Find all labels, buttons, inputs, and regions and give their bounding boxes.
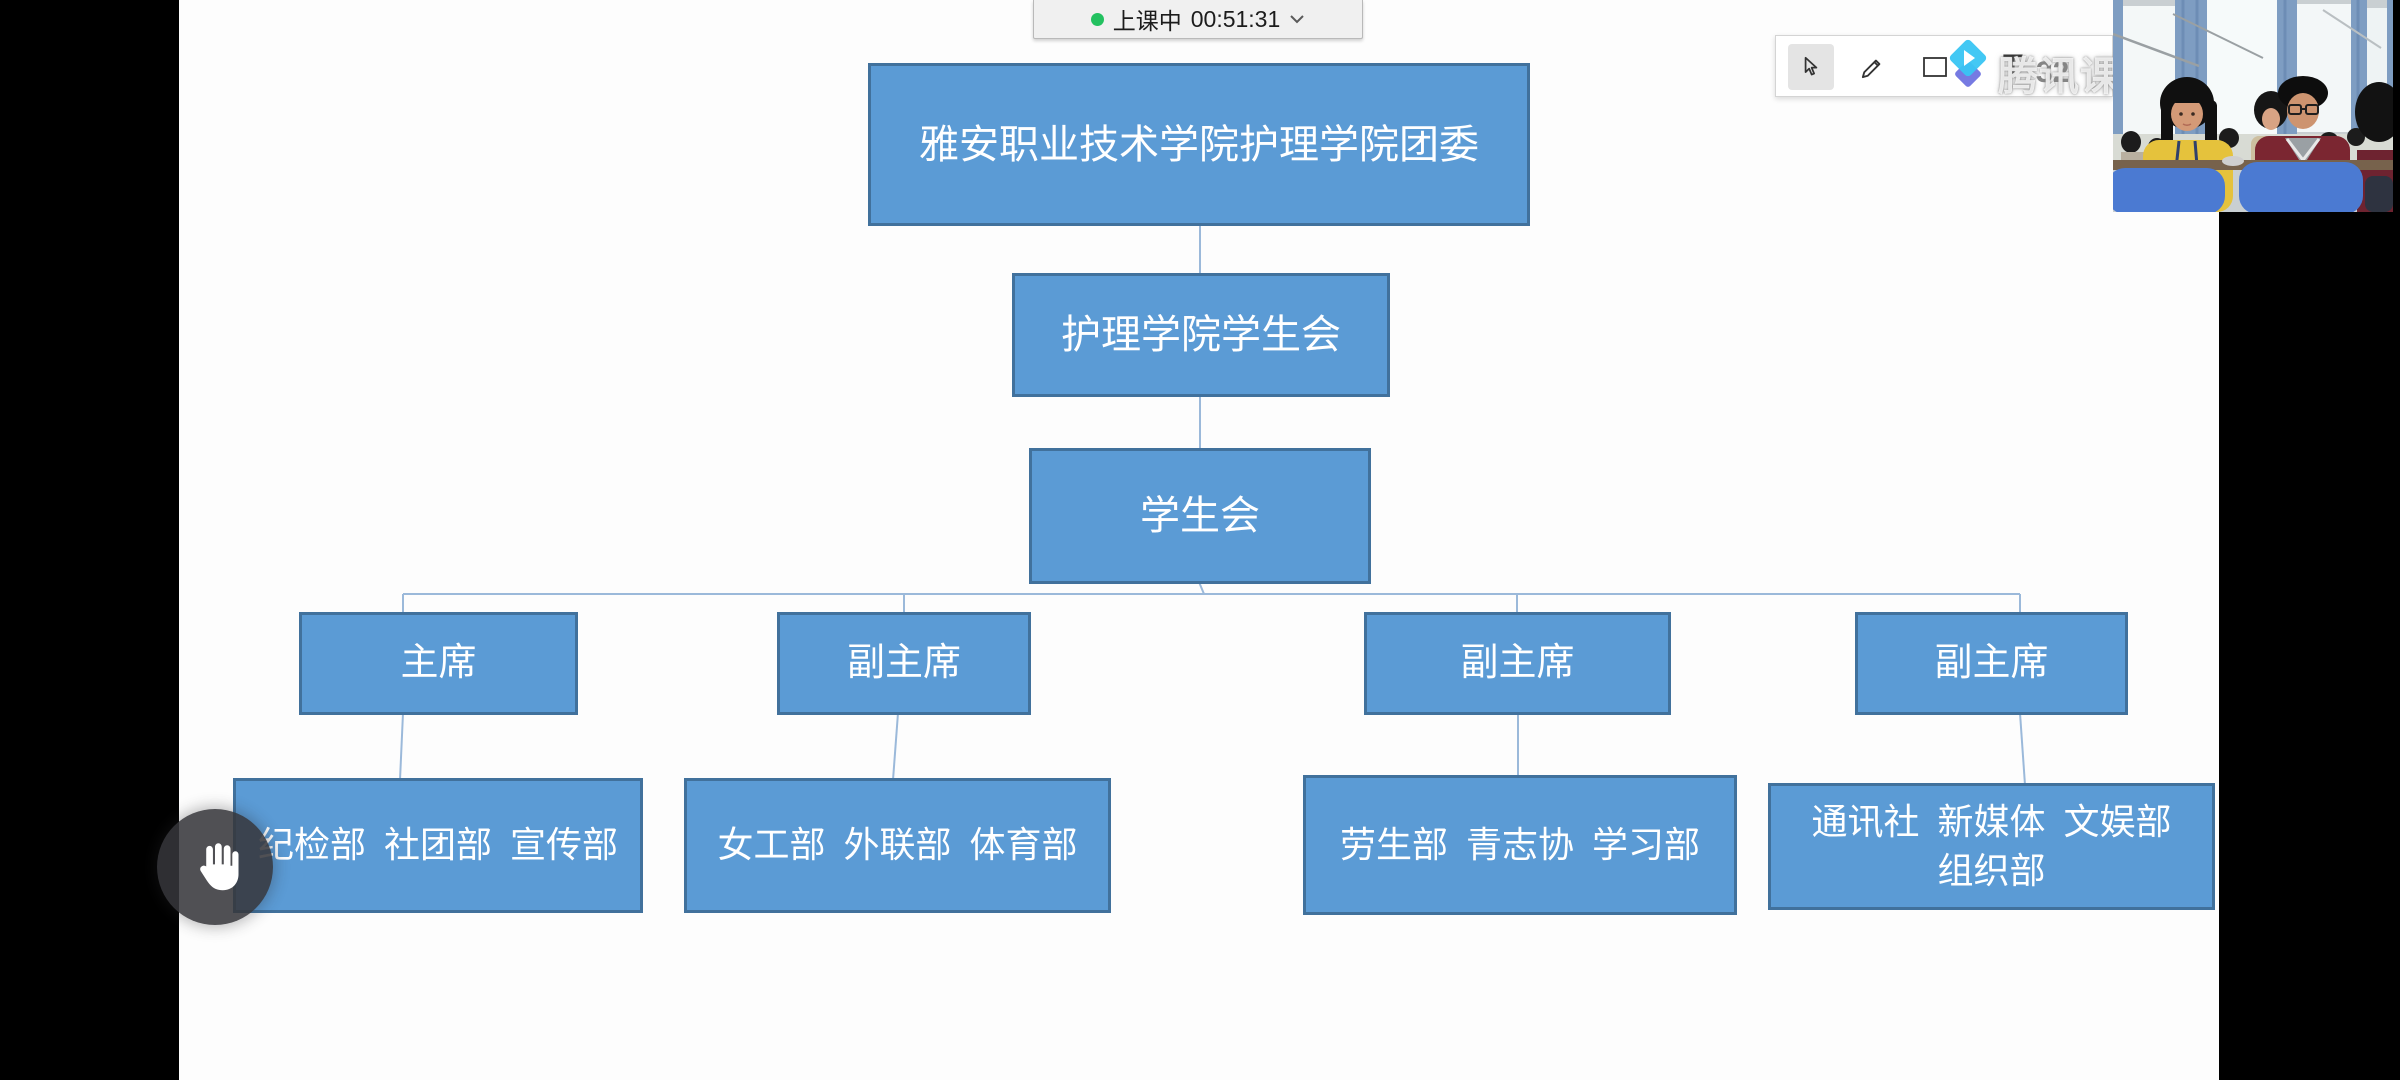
cursor-tool-button[interactable] [1788,44,1834,90]
org-node-label: 副主席 [1934,641,2049,684]
raised-hand-icon [200,843,239,891]
org-node-label: 主席 [400,641,477,684]
classroom-scene [2113,0,2393,212]
org-node-vice-chairman-2: 副主席 [1364,612,1671,715]
rectangle-tool-button[interactable] [1912,44,1958,90]
tencent-classroom-logo-icon [1949,39,1987,87]
class-timer: 00:51:31 [1190,5,1281,32]
tencent-classroom-watermark: 腾讯课 [1998,55,2121,99]
org-node-league-committee: 雅安职业技术学院护理学院团委 [868,63,1530,226]
org-node-label-line2: 组织部 [1937,849,2046,891]
class-status-pill[interactable]: 上课中 00:51:31 [1033,0,1363,39]
rectangle-icon [1923,57,1947,77]
org-node-chairman: 主席 [299,612,578,715]
org-node-label: 学生会 [1140,494,1260,538]
org-node-label: 护理学院学生会 [1061,313,1341,357]
org-node-student-union: 学生会 [1029,448,1371,584]
org-node-departments-4: 通讯社 新媒体 文娱部 组织部 [1768,783,2215,910]
annotation-toolbar: T [1775,35,2113,97]
class-status-label: 上课中 [1112,8,1182,34]
org-node-departments-2: 女工部 外联部 体育部 [684,778,1111,913]
org-node-label: 劳生部 青志协 学习部 [1339,823,1700,865]
text-tool-glyph: T [2002,47,2024,86]
chevron-down-icon [1290,15,1304,24]
org-node-label: 副主席 [846,641,961,684]
text-tool-button[interactable]: T [1990,44,2036,90]
org-node-departments-1: 纪检部 社团部 宣传部 [233,778,643,913]
cursor-icon [1804,56,1818,76]
org-node-college-student-union: 护理学院学生会 [1012,273,1390,397]
status-dot-icon [1090,12,1104,26]
org-node-label: 副主席 [1460,641,1575,684]
org-node-label: 纪检部 社团部 宣传部 [257,824,618,866]
webcam-feed[interactable] [2113,0,2393,212]
pen-tool-button[interactable] [1850,44,1896,90]
org-node-label: 雅安职业技术学院护理学院团委 [919,122,1479,167]
org-node-label: 女工部 外联部 体育部 [717,824,1078,866]
raise-hand-indicator[interactable] [157,809,273,925]
org-node-vice-chairman-1: 副主席 [777,612,1031,715]
org-node-vice-chairman-3: 副主席 [1855,612,2128,715]
org-node-label-line1: 通讯社 新媒体 文娱部 [1811,800,2172,842]
org-node-departments-3: 劳生部 青志协 学习部 [1303,775,1737,915]
watermark-behind-number: 32 [2036,56,2070,89]
pen-icon [1861,59,1881,79]
